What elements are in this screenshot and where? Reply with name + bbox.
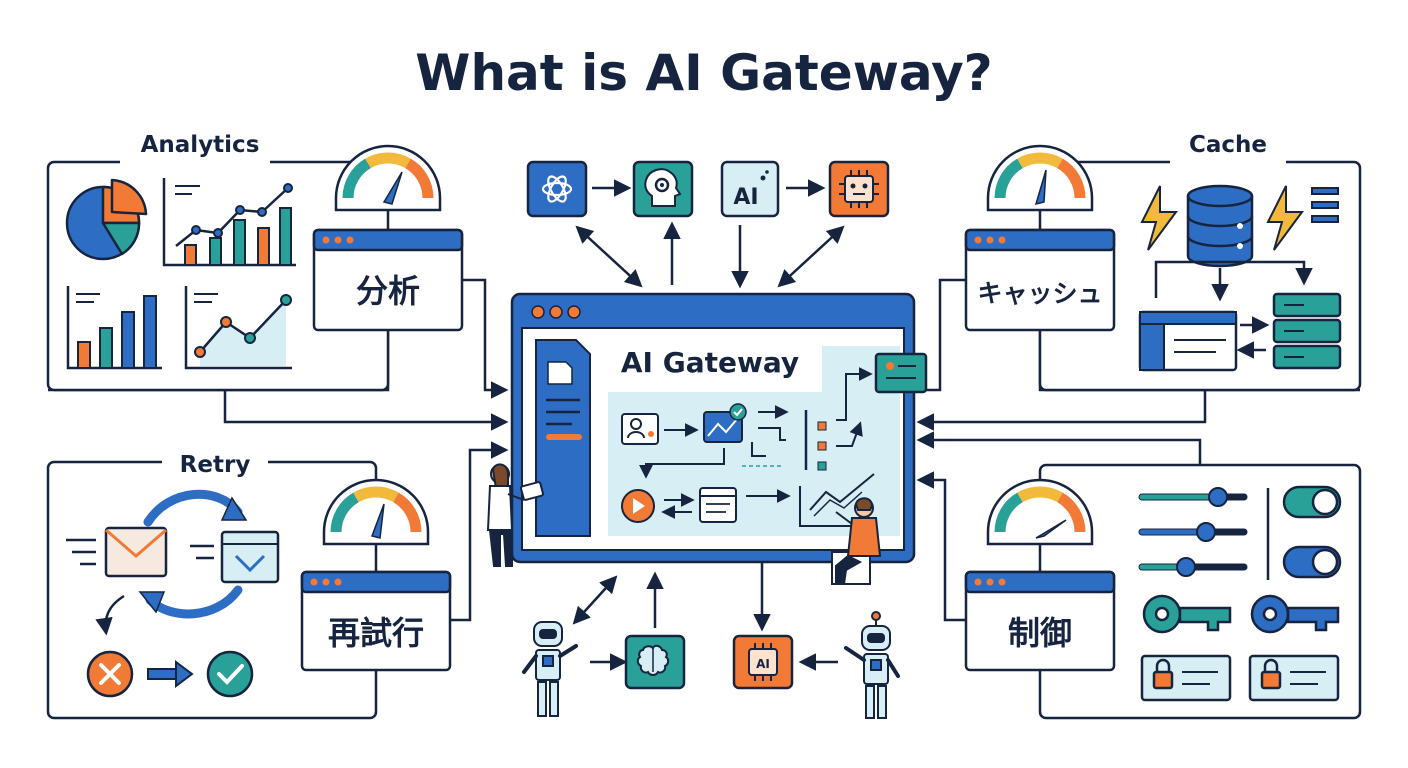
window-cache-jp: キャッシュ xyxy=(964,228,1116,332)
center-title: AI Gateway xyxy=(621,346,799,379)
lock-card-icon-right xyxy=(1248,654,1340,702)
play-icon xyxy=(621,489,655,523)
bar-line-chart-icon xyxy=(162,178,296,267)
window-control-jp: 制御 xyxy=(964,570,1116,672)
bar-chart-icon xyxy=(66,286,162,370)
ai-badge-icon: AI xyxy=(720,160,780,218)
lightning-icon-left xyxy=(1140,185,1178,251)
database-icon xyxy=(1186,184,1254,268)
arrow-right-icon xyxy=(147,660,194,688)
robot-icon-left xyxy=(522,621,578,717)
retry-jp-label: 再試行 xyxy=(328,614,424,652)
brain-icon xyxy=(624,634,686,690)
chip-icon-top xyxy=(828,160,890,218)
key-icon-teal xyxy=(1142,594,1232,634)
openai-icon xyxy=(526,160,588,218)
server-stack-icon xyxy=(1272,292,1342,370)
document-sidebar xyxy=(535,339,591,537)
cache-jp-label: キャッシュ xyxy=(977,279,1102,308)
analytics-jp-label: 分析 xyxy=(356,272,420,310)
trend-check-icon xyxy=(703,403,747,443)
doc-list-icon xyxy=(699,487,737,523)
chip-badge-label: AI xyxy=(756,657,770,671)
gauge-icon-analytics xyxy=(334,144,442,212)
control-jp-label: 制御 xyxy=(1008,614,1072,652)
retry-label: Retry xyxy=(180,452,251,478)
key-icon-blue xyxy=(1250,594,1340,634)
toggle-icons xyxy=(1282,485,1342,579)
lock-card-icon-left xyxy=(1140,654,1232,702)
ai-badge-label: AI xyxy=(733,185,758,210)
cache-browser-icon xyxy=(1138,310,1238,372)
window-retry-jp: 再試行 xyxy=(300,570,452,672)
success-check-icon xyxy=(206,650,254,698)
cache-label: Cache xyxy=(1189,132,1267,158)
list-icon xyxy=(1311,187,1339,223)
lightning-icon-right xyxy=(1266,185,1304,251)
cache-panel: Cache xyxy=(1038,130,1362,392)
gauge-icon-retry xyxy=(322,478,430,546)
slider-icons xyxy=(1138,487,1248,577)
window-analytics-jp: 分析 xyxy=(312,228,464,332)
id-card-icon xyxy=(874,352,928,394)
center-gateway-window: AI Gateway xyxy=(510,292,916,564)
retry-panel: Retry xyxy=(46,448,378,720)
pie-chart-icon xyxy=(65,178,148,261)
line-area-chart-icon xyxy=(184,286,292,370)
person-at-chart xyxy=(831,497,882,585)
chip-icon-bottom: AI xyxy=(732,634,794,690)
analytics-label: Analytics xyxy=(141,132,260,158)
robot-icon-right xyxy=(844,611,900,719)
page-title: What is AI Gateway? xyxy=(415,44,992,102)
gauge-icon-control xyxy=(986,478,1094,546)
user-settings-icon xyxy=(621,413,659,445)
analytics-panel: Analytics xyxy=(46,130,390,392)
error-icon xyxy=(86,650,134,698)
flow-area: AI Gateway xyxy=(608,346,900,536)
envelope-icon xyxy=(66,526,168,578)
control-panel xyxy=(1038,463,1362,720)
head-gear-icon xyxy=(632,160,694,218)
gauge-icon-cache xyxy=(986,144,1094,212)
person-with-tablet xyxy=(486,463,545,567)
browser-check-icon xyxy=(190,530,280,584)
